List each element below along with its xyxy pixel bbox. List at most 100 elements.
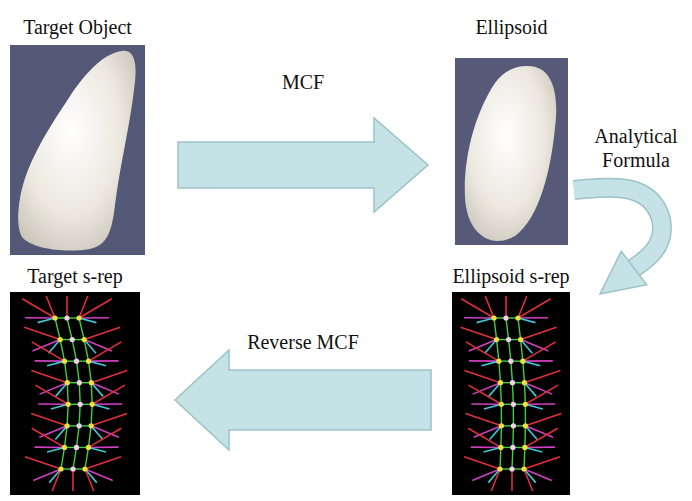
block-arrow (175, 350, 431, 450)
target-srep-render (10, 292, 140, 495)
srep-spoke (461, 327, 497, 339)
srep-spoke (92, 404, 109, 409)
srep-atom (65, 380, 70, 385)
edge-label: MCF (280, 70, 326, 94)
target-surface (18, 51, 135, 251)
srep-skeleton (67, 318, 80, 469)
srep-spoke (485, 340, 497, 354)
srep-spoke (525, 385, 558, 404)
srep-spoke (488, 469, 500, 483)
srep-spoke (511, 469, 513, 491)
srep-spoke (72, 469, 74, 491)
srep-spoke (85, 457, 121, 469)
render-background (452, 292, 570, 495)
srep-spoke (79, 299, 112, 318)
srep-spoke (524, 383, 536, 397)
arrow-head (600, 251, 647, 294)
edge-label: Analytical Formula (584, 124, 688, 172)
render-background (10, 45, 145, 255)
ellipsoid-srep-render (452, 292, 570, 495)
srep-spoke (47, 361, 64, 366)
srep-spoke (31, 370, 67, 382)
srep-spoke (466, 342, 499, 361)
srep-spoke (46, 296, 55, 318)
srep-spoke (38, 318, 55, 323)
srep-atom (65, 423, 70, 428)
srep-spoke (89, 361, 106, 366)
image-frame (455, 58, 568, 245)
srep-atom (522, 445, 527, 450)
srep-atom (89, 423, 94, 428)
image-panel: Ellipsoid s-rep (452, 264, 570, 495)
srep-atom (70, 337, 75, 342)
srep-atom (66, 402, 71, 407)
srep-spoke (48, 340, 60, 354)
srep-skeleton (55, 318, 68, 469)
srep-spoke (468, 428, 501, 447)
srep-spoke (523, 342, 556, 361)
srep-atom (90, 402, 95, 407)
srep-spoke (525, 426, 537, 440)
panel-title: Target s-rep (10, 264, 140, 288)
srep-spoke (483, 447, 500, 452)
srep-atom (58, 337, 63, 342)
srep-atom (498, 380, 503, 385)
srep-atom (491, 315, 496, 320)
srep-spoke (518, 299, 551, 318)
srep-spoke (91, 414, 127, 426)
srep-atom (499, 423, 504, 428)
srep-spoke (477, 318, 494, 323)
srep-atom (499, 402, 504, 407)
srep-spoke (79, 296, 88, 318)
srep-spoke (66, 296, 68, 318)
srep-spoke (32, 428, 65, 447)
flow-arrow (178, 118, 428, 212)
srep-spoke (32, 342, 65, 361)
srep-atom (522, 380, 527, 385)
srep-atom (86, 445, 91, 450)
srep-spoke (523, 361, 540, 366)
flow-arrow (574, 188, 662, 294)
render-background (455, 58, 568, 245)
srep-spoke (24, 327, 60, 339)
srep-atom (523, 402, 528, 407)
srep-spoke (518, 318, 535, 323)
srep-spoke (88, 447, 105, 452)
srep-atom (498, 445, 503, 450)
srep-atom (510, 445, 515, 450)
srep-spoke (91, 370, 127, 382)
srep-atom (78, 402, 83, 407)
srep-spoke (464, 457, 500, 469)
curved-arrow-outline (574, 188, 662, 268)
srep-atom (64, 315, 69, 320)
srep-atom (511, 402, 516, 407)
srep-atom (77, 423, 82, 428)
srep-spoke (92, 385, 125, 404)
srep-spoke (47, 447, 64, 452)
srep-spoke (22, 299, 55, 318)
srep-atom (506, 337, 511, 342)
srep-atom (509, 466, 514, 471)
srep-spoke (85, 469, 94, 491)
srep-spoke (524, 370, 560, 382)
srep-spoke (91, 383, 103, 397)
srep-spoke (524, 469, 533, 491)
srep-spoke (490, 426, 502, 440)
srep-spoke (525, 428, 558, 447)
srep-atom (496, 359, 501, 364)
flow-arrow (175, 350, 431, 450)
srep-spoke (56, 383, 68, 397)
srep-atom (74, 359, 79, 364)
srep-spoke (525, 404, 542, 409)
srep-atom (494, 337, 499, 342)
srep-atom (74, 445, 79, 450)
srep-atom (503, 315, 508, 320)
block-arrow (178, 118, 428, 212)
image-panel: Target Object (10, 15, 145, 255)
srep-atom (521, 466, 526, 471)
srep-atom (520, 359, 525, 364)
srep-spoke (484, 404, 501, 409)
srep-atom (86, 359, 91, 364)
srep-spoke (49, 469, 61, 483)
